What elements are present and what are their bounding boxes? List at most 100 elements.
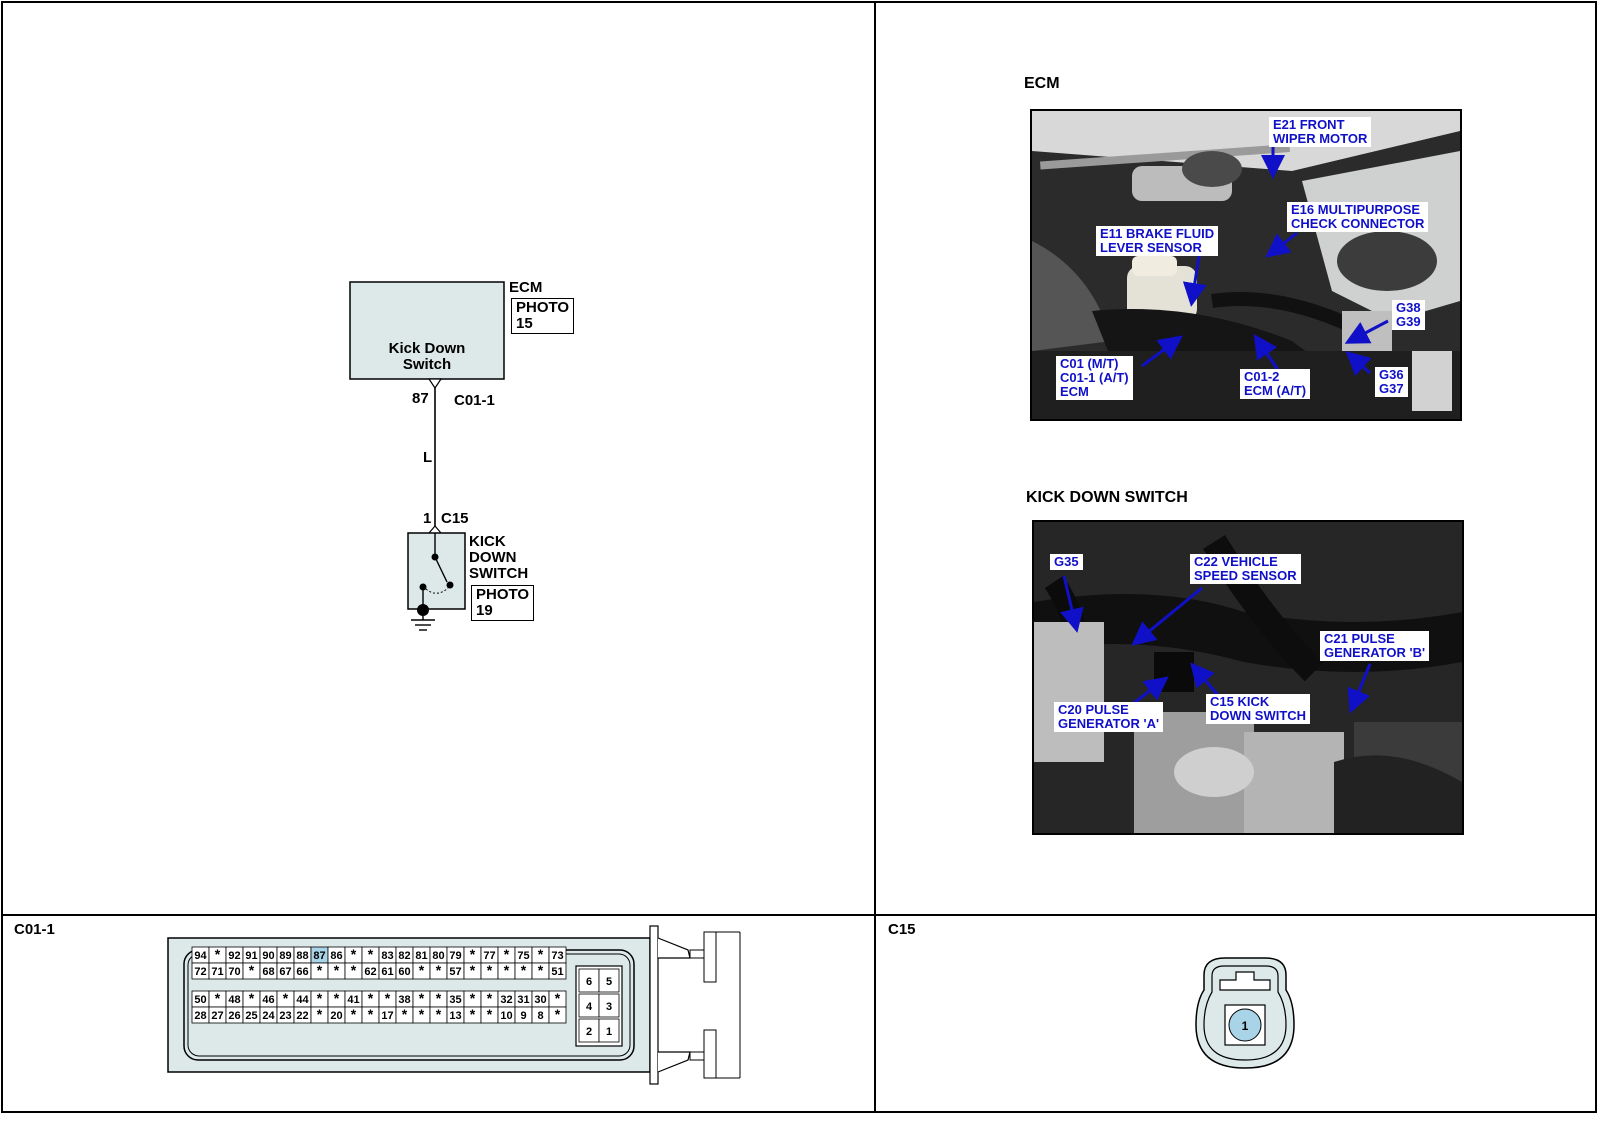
c15-pin-label: 1	[1242, 1019, 1249, 1033]
c01-pin-label: 9	[520, 1010, 526, 1022]
pin-87-label: 87	[412, 390, 429, 407]
callout-c15: C15 KICK DOWN SWITCH	[1206, 694, 1311, 724]
ecm-inner-label: Kick Down Switch	[388, 340, 466, 373]
c01-pin-label: *	[504, 962, 510, 978]
page-frame	[1, 1, 1597, 1113]
c01-pin-label: 60	[398, 966, 410, 978]
c01-pin-label: 91	[245, 950, 257, 962]
c01-pin-label: *	[351, 1006, 357, 1022]
c01-pin-label: 24	[262, 1010, 275, 1022]
c01-pin-label: 83	[381, 950, 393, 962]
c01-side-pin-label: 5	[606, 976, 612, 988]
c01-pin-label: *	[249, 990, 255, 1006]
c01-pin-label: *	[368, 990, 374, 1006]
switch-terminal	[428, 525, 442, 534]
c15-connector-title: C15	[888, 921, 916, 938]
c01-pin-label: *	[368, 946, 374, 962]
c01-pin-label: *	[317, 962, 323, 978]
c01-pin-cell	[548, 1006, 567, 1024]
connector-c01-label: C01-1	[454, 392, 495, 409]
c01-pin-label: 61	[381, 966, 393, 978]
ground-point	[417, 604, 429, 616]
c01-pin-label: *	[504, 946, 510, 962]
c01-pin-label: *	[249, 962, 255, 978]
c01-pin-label: *	[334, 962, 340, 978]
ecm-photo-image	[1032, 111, 1460, 419]
c01-pin-label: 31	[517, 994, 529, 1006]
c01-pin-label: 26	[228, 1010, 240, 1022]
c01-pin-label: 72	[194, 966, 206, 978]
c01-side-pin-label: 3	[606, 1001, 612, 1013]
switch-label: KICK DOWN SWITCH	[469, 533, 529, 582]
c01-pin-label: *	[283, 990, 289, 1006]
ecm-photo-ref: PHOTO 15	[511, 298, 575, 334]
c01-pin-label: *	[317, 990, 323, 1006]
kickdown-photo-title: KICK DOWN SWITCH	[1026, 489, 1188, 506]
ecm-photo: E21 FRONT WIPER MOTOR E16 MULTIPURPOSE C…	[1030, 109, 1462, 421]
callout-g35: G35	[1050, 554, 1083, 570]
c01-side-pin-cell	[598, 1018, 620, 1043]
callout-g38: G38 G39	[1392, 300, 1425, 330]
c01-pin-label: *	[317, 1006, 323, 1022]
c01-pin-label: 82	[398, 950, 410, 962]
c01-side-pin-cell	[598, 968, 620, 993]
c01-pin-label: 48	[228, 994, 240, 1006]
c01-pin-label: *	[419, 962, 425, 978]
callout-e16: E16 MULTIPURPOSE CHECK CONNECTOR	[1287, 202, 1429, 232]
c01-pin-label: 67	[279, 966, 291, 978]
callout-c21: C21 PULSE GENERATOR 'B'	[1320, 631, 1430, 661]
callout-g36: G36 G37	[1375, 367, 1408, 397]
c01-pin-label: *	[385, 990, 391, 1006]
c01-side-pin-label: 4	[586, 1001, 593, 1013]
c01-pin-label: 57	[449, 966, 461, 978]
switch-photo-ref: PHOTO 19	[471, 585, 535, 621]
c01-pin-label: 87	[313, 950, 325, 962]
c01-pin-cell	[548, 962, 567, 980]
callout-c01: C01 (M/T) C01-1 (A/T) ECM	[1056, 356, 1133, 400]
c01-pin-label: 35	[449, 994, 461, 1006]
c01-pin-label: *	[521, 962, 527, 978]
callout-e21: E21 FRONT WIPER MOTOR	[1269, 117, 1372, 147]
pin-1-label: 1	[423, 510, 432, 527]
c01-pin-label: *	[334, 990, 340, 1006]
c01-pin-label: 88	[296, 950, 308, 962]
kickdown-photo-image	[1034, 522, 1462, 833]
c01-pin-label: *	[470, 990, 476, 1006]
c01-pin-label: 81	[415, 950, 427, 962]
c01-pin-label: *	[555, 990, 561, 1006]
c01-pin-label: 70	[228, 966, 240, 978]
callout-c20: C20 PULSE GENERATOR 'A'	[1054, 702, 1164, 732]
kickdown-photo: G35 C22 VEHICLE SPEED SENSOR C21 PULSE G…	[1032, 520, 1464, 835]
c01-pin-label: 10	[500, 1010, 512, 1022]
c01-pin-label: 77	[483, 950, 495, 962]
c01-pin-label: 28	[194, 1010, 206, 1022]
ecm-terminal	[427, 378, 443, 390]
ecm-photo-title: ECM	[1024, 75, 1060, 92]
c01-pin-label: *	[487, 962, 493, 978]
c01-pin-label: 25	[245, 1010, 257, 1022]
c01-pin-label: 30	[534, 994, 546, 1006]
c01-pin-label: 86	[330, 950, 342, 962]
c01-pin-label: 92	[228, 950, 240, 962]
c01-pin-label: 75	[517, 950, 529, 962]
ecm-title: ECM	[509, 279, 543, 296]
c01-pin-label: *	[419, 990, 425, 1006]
c01-pin-label: *	[215, 990, 221, 1006]
c15-pin-1	[1228, 1008, 1262, 1042]
c01-pin-label: *	[215, 946, 221, 962]
c01-side-pin-label: 6	[586, 976, 592, 988]
c01-pin-label: *	[368, 1006, 374, 1022]
schematic-drawing	[349, 281, 505, 631]
c01-pin-label: *	[487, 1006, 493, 1022]
vertical-divider	[874, 1, 876, 1113]
c01-side-pin-label: 2	[586, 1026, 592, 1038]
c01-pin-label: 46	[262, 994, 274, 1006]
c01-pin-label: 38	[398, 994, 410, 1006]
ecm-box	[349, 281, 505, 380]
c01-pin-label: *	[555, 1006, 561, 1022]
c01-pin-label: *	[538, 962, 544, 978]
c01-pin-label: 50	[194, 994, 206, 1006]
c01-pin-label: *	[436, 990, 442, 1006]
c01-pin-label: 27	[211, 1010, 223, 1022]
